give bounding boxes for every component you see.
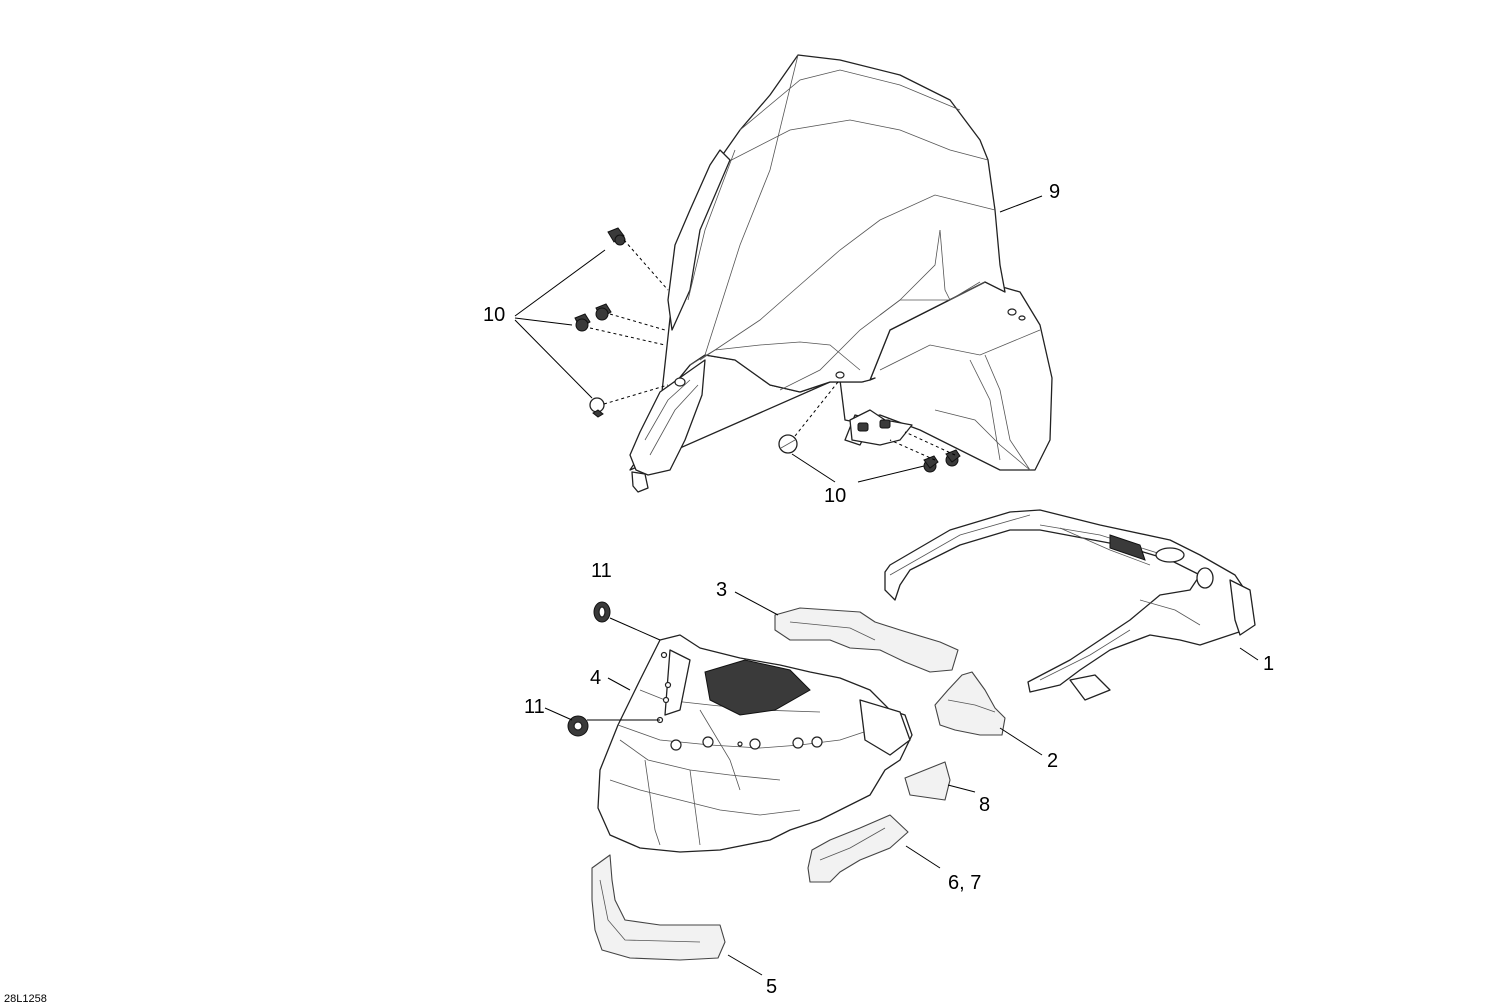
callout-5: 5 bbox=[766, 976, 777, 998]
grommet-lower-part bbox=[567, 715, 589, 737]
windshield-part bbox=[629, 54, 1053, 493]
leader-11b bbox=[544, 707, 573, 721]
leader-10c bbox=[514, 319, 593, 399]
fastener-screw bbox=[574, 313, 591, 332]
leader-10e bbox=[857, 465, 925, 483]
leader-3 bbox=[734, 591, 779, 616]
leader-10d bbox=[791, 453, 836, 483]
leader-4 bbox=[607, 677, 631, 691]
side-pad-right-part bbox=[934, 671, 1006, 736]
side-pad-upper-part bbox=[774, 607, 959, 673]
fastener-group-left bbox=[574, 227, 669, 418]
leader-10a bbox=[514, 249, 606, 317]
callout-3: 3 bbox=[716, 579, 727, 601]
callout-4: 4 bbox=[590, 667, 601, 689]
callout-10-left: 10 bbox=[483, 304, 505, 326]
callout-labels: 9 10 10 1 2 3 4 11 11 5 6, 7 8 28L1258 bbox=[4, 181, 1274, 1005]
leader-5 bbox=[727, 954, 763, 976]
callout-6-7: 6, 7 bbox=[948, 872, 981, 894]
callout-9: 9 bbox=[1049, 181, 1060, 203]
leader-6-7 bbox=[905, 845, 941, 869]
small-pad-part bbox=[904, 761, 951, 801]
drawing-code: 28L1258 bbox=[4, 993, 47, 1005]
fastener-group-bottom bbox=[778, 381, 961, 473]
callout-11-upper: 11 bbox=[591, 560, 612, 582]
fastener-screw bbox=[923, 455, 939, 473]
leader-1 bbox=[1239, 647, 1259, 661]
front-hood-part bbox=[597, 634, 913, 853]
callout-1: 1 bbox=[1263, 653, 1274, 675]
grommet-upper-part bbox=[593, 601, 611, 623]
callout-2: 2 bbox=[1047, 750, 1058, 772]
leader-8 bbox=[947, 784, 976, 793]
callout-11-lower: 11 bbox=[524, 696, 545, 718]
fastener-screw bbox=[945, 449, 961, 467]
leader-11a bbox=[609, 617, 661, 641]
leader-9 bbox=[999, 195, 1043, 213]
curved-pad-part bbox=[807, 814, 909, 883]
lower-pad-part bbox=[591, 854, 726, 961]
fastener-screw bbox=[595, 303, 612, 321]
fastener-cap bbox=[778, 434, 798, 454]
leader-2 bbox=[999, 727, 1043, 756]
leader-10b bbox=[514, 317, 573, 326]
fastener-cap bbox=[589, 397, 605, 418]
leader-lines bbox=[514, 195, 1259, 976]
upper-panel-part bbox=[884, 509, 1256, 701]
callout-8: 8 bbox=[979, 794, 990, 816]
fastener-screw bbox=[607, 227, 626, 246]
callout-10-bottom: 10 bbox=[824, 485, 846, 507]
